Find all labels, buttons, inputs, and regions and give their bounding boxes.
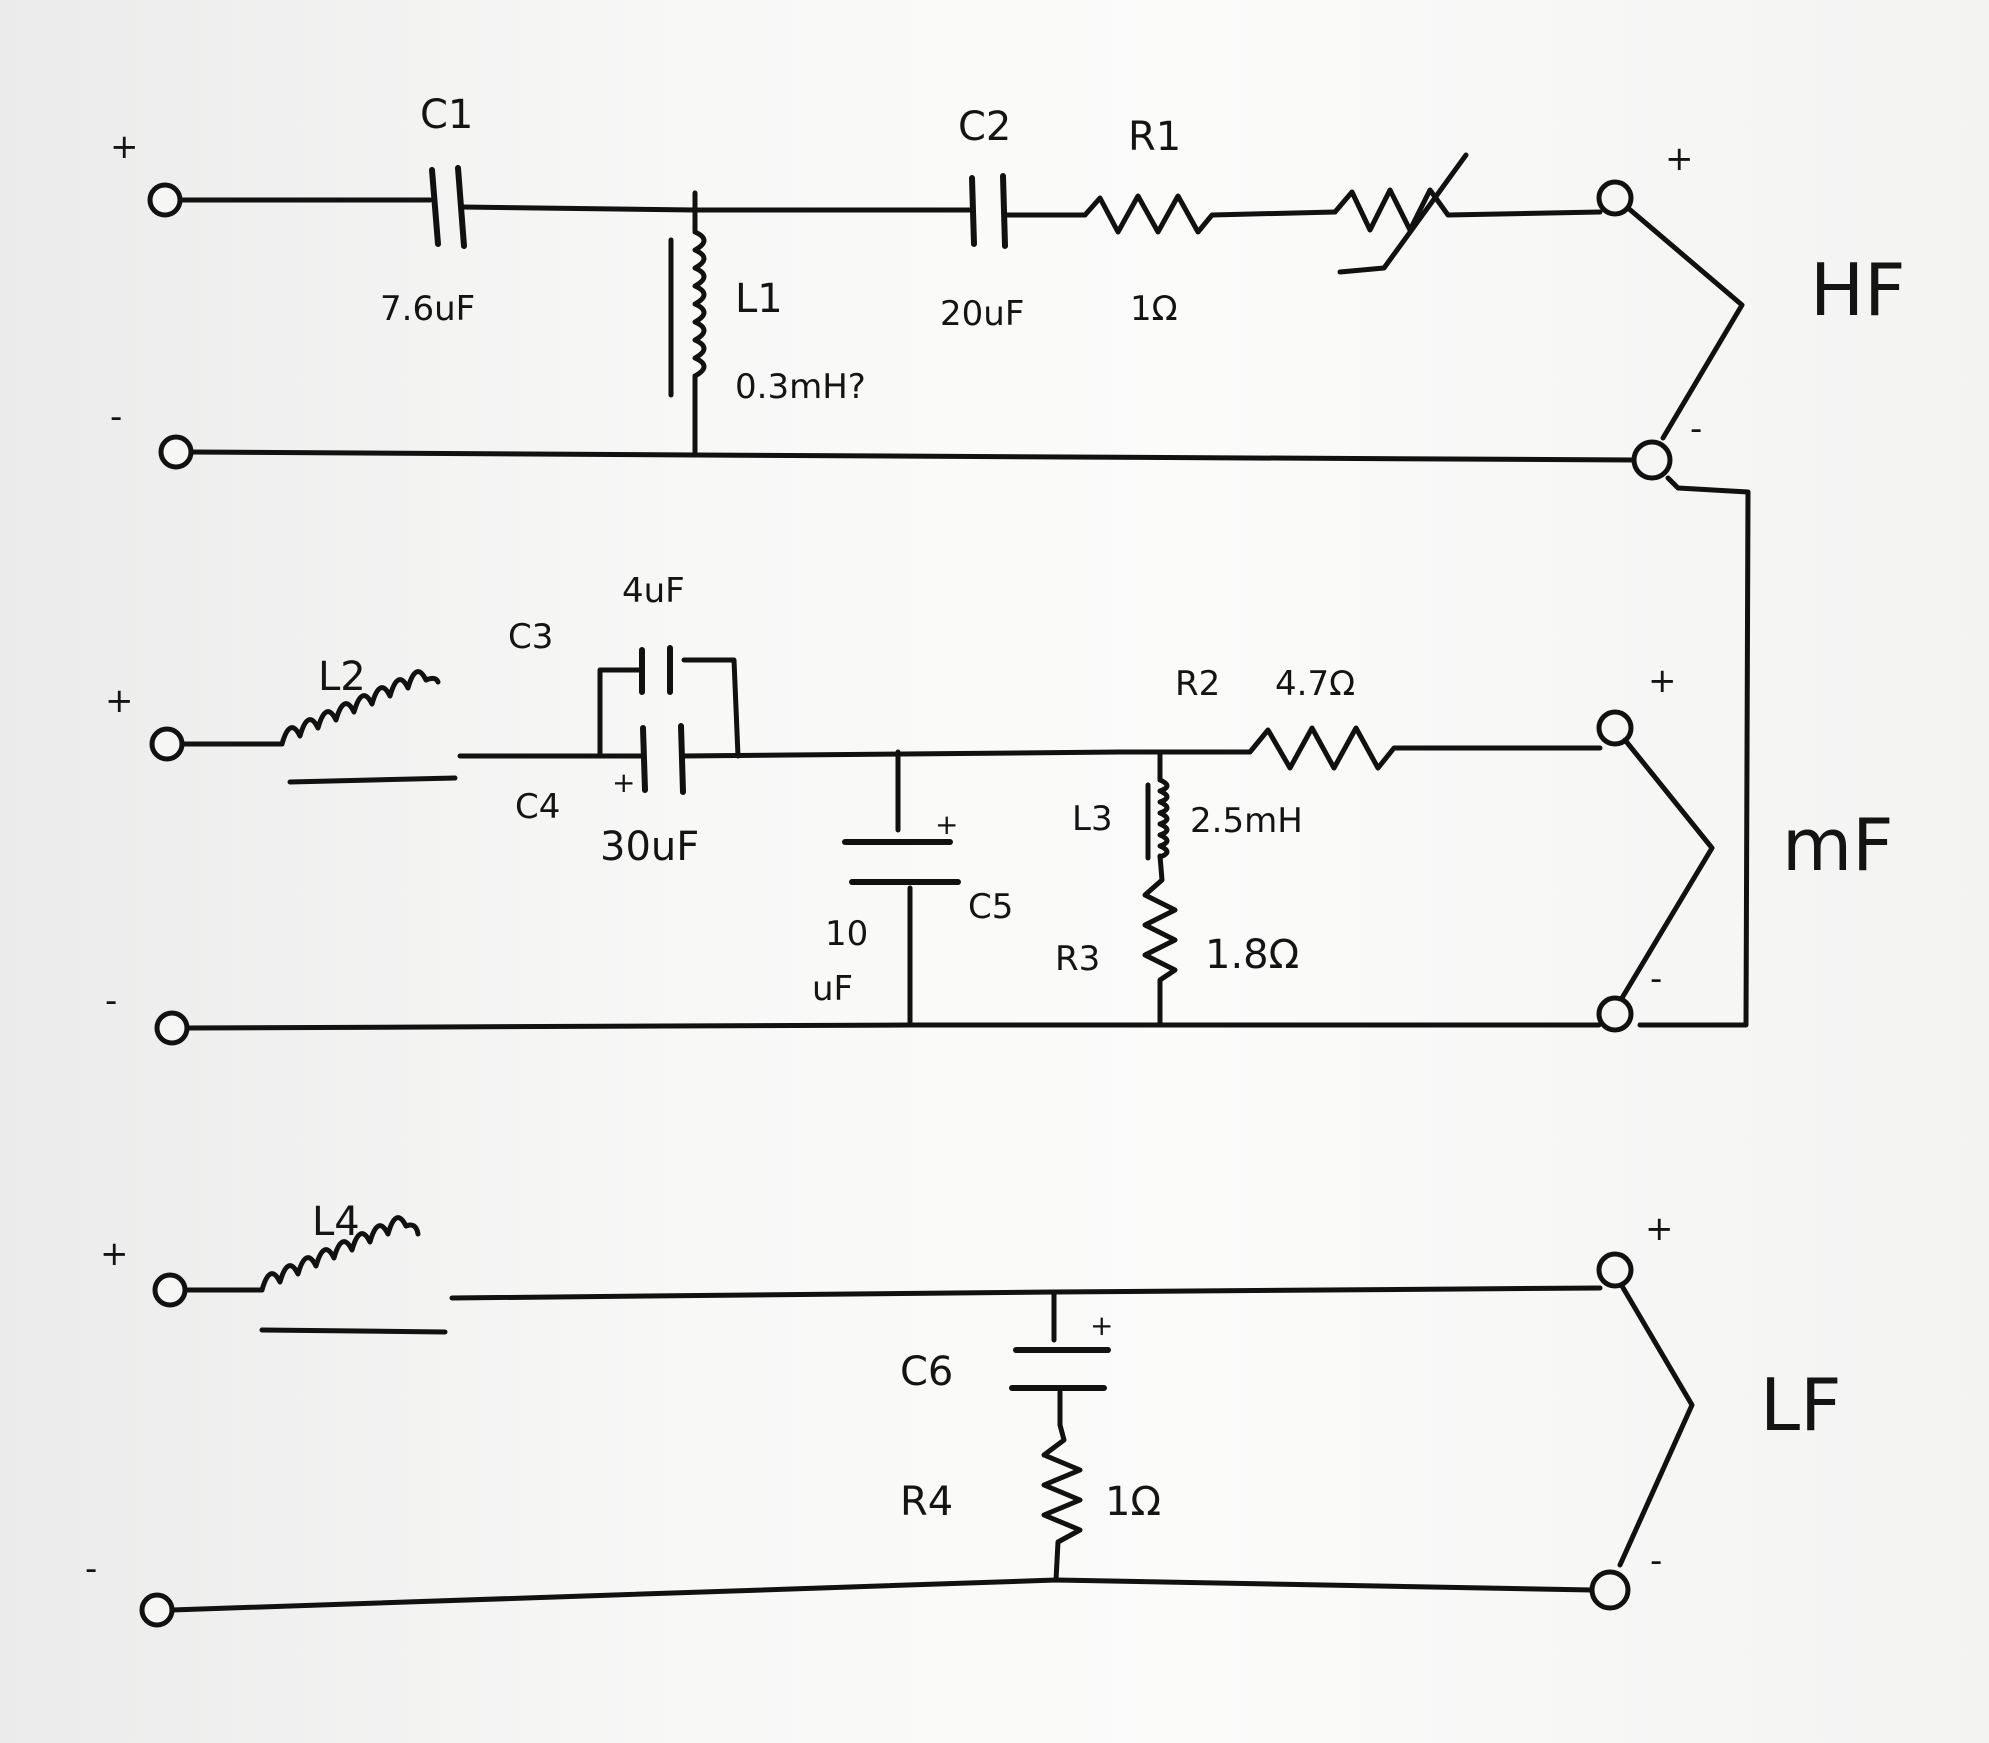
c5-value-bottom: uF <box>812 969 853 1009</box>
lf-input-minus-sign: - <box>85 1549 97 1589</box>
mf-input-minus-terminal <box>154 1010 190 1046</box>
capacitor-c3 <box>597 645 741 759</box>
hf-output-minus-sign: - <box>1690 409 1702 449</box>
hf-output-minus-terminal <box>1631 439 1673 481</box>
capacitor-c6 <box>1009 1289 1111 1428</box>
resistor-r3 <box>1142 853 1178 1028</box>
lf-section-title: LF <box>1760 1363 1842 1447</box>
lf-input-plus-terminal <box>152 1272 188 1308</box>
mf-output-minus-sign: - <box>1650 959 1662 999</box>
l3-value-label: 2.5mH <box>1190 801 1303 841</box>
r1-value-label: 1Ω <box>1130 289 1178 329</box>
c5-ref-label: C5 <box>968 887 1013 927</box>
mf-output-minus-terminal <box>1596 995 1634 1033</box>
lf-section: + - + - L4 + C6 R4 1Ω LF <box>85 1199 1842 1628</box>
r2-ref-label: R2 <box>1175 664 1220 704</box>
hf-input-plus-sign: + <box>110 127 139 167</box>
mf-input-plus-sign: + <box>105 681 134 721</box>
hf-speaker-link <box>1625 205 1745 441</box>
c3-ref-label: C3 <box>508 617 553 657</box>
lf-output-minus-sign: - <box>1650 1541 1662 1581</box>
l1-value-label: 0.3mH? <box>735 367 866 407</box>
hf-wire-ground <box>188 449 1637 463</box>
lf-output-plus-sign: + <box>1645 1209 1674 1249</box>
l3-ref-label: L3 <box>1072 799 1113 839</box>
hf-wire-c1-node <box>458 204 698 213</box>
hf-mf-return-wire <box>1637 475 1751 1028</box>
mf-input-minus-sign: - <box>105 981 117 1021</box>
l2-ref-label: L2 <box>318 654 366 700</box>
r4-value-label: 1Ω <box>1105 1479 1161 1525</box>
c4-value-label: 30uF <box>600 824 699 870</box>
hf-input-minus-terminal <box>158 434 194 470</box>
inductor-l2 <box>279 669 458 785</box>
l1-ref-label: L1 <box>735 276 783 322</box>
inductor-l3 <box>1145 777 1170 861</box>
inductor-l4 <box>259 1215 448 1335</box>
mf-output-plus-sign: + <box>1648 661 1677 701</box>
lf-output-minus-terminal <box>1589 1569 1631 1611</box>
lf-output-plus-terminal <box>1596 1251 1634 1289</box>
resistor-r2 <box>1117 725 1603 771</box>
c1-ref-label: C1 <box>420 92 473 138</box>
l4-ref-label: L4 <box>312 1199 360 1245</box>
c5-value-top: 10 <box>825 914 868 954</box>
hf-section: + - + <box>110 92 1906 1028</box>
c2-ref-label: C2 <box>958 104 1011 150</box>
hf-input-minus-sign: - <box>110 397 122 437</box>
lf-input-minus-terminal <box>139 1592 175 1628</box>
mf-section-title: mF <box>1782 803 1894 887</box>
lf-speaker-link <box>1617 1283 1695 1568</box>
c1-value-label: 7.6uF <box>380 289 475 329</box>
hf-section-title: HF <box>1810 248 1906 332</box>
lf-wire-main <box>449 1285 1603 1301</box>
lf-wire-ground <box>169 1577 1595 1613</box>
lf-input-plus-sign: + <box>100 1234 129 1274</box>
capacitor-c4 <box>640 723 686 795</box>
c6-ref-label: C6 <box>900 1349 953 1395</box>
c3-value-label: 4uF <box>622 571 685 611</box>
c2-value-label: 20uF <box>940 294 1024 334</box>
mf-wire-main <box>680 749 1123 759</box>
c6-polarity: + <box>1090 1309 1113 1342</box>
hf-output-plus-terminal <box>1596 179 1634 217</box>
hf-input-plus-terminal <box>147 182 183 218</box>
resistor-r4 <box>1041 1422 1083 1583</box>
inductor-l1 <box>668 229 707 398</box>
r3-value-label: 1.8Ω <box>1205 932 1299 978</box>
mf-speaker-link <box>1619 737 1715 1001</box>
capacitor-c5 <box>842 749 961 1028</box>
mf-input-plus-terminal <box>149 726 185 762</box>
resistor-r1 <box>1082 193 1338 235</box>
mf-output-plus-terminal <box>1596 709 1634 747</box>
capacitor-c2 <box>969 173 1008 249</box>
mf-section: + - <box>105 571 1894 1046</box>
c4-polarity: + <box>612 766 635 799</box>
variable-resistor <box>1332 152 1603 275</box>
hf-output-plus-sign: + <box>1665 139 1694 179</box>
c4-ref-label: C4 <box>515 787 560 827</box>
r2-value-label: 4.7Ω <box>1275 664 1355 704</box>
r3-ref-label: R3 <box>1055 939 1100 979</box>
r1-ref-label: R1 <box>1128 114 1181 160</box>
mf-wire-ground <box>184 1022 1602 1031</box>
r4-ref-label: R4 <box>900 1479 953 1525</box>
c5-polarity: + <box>935 808 958 841</box>
